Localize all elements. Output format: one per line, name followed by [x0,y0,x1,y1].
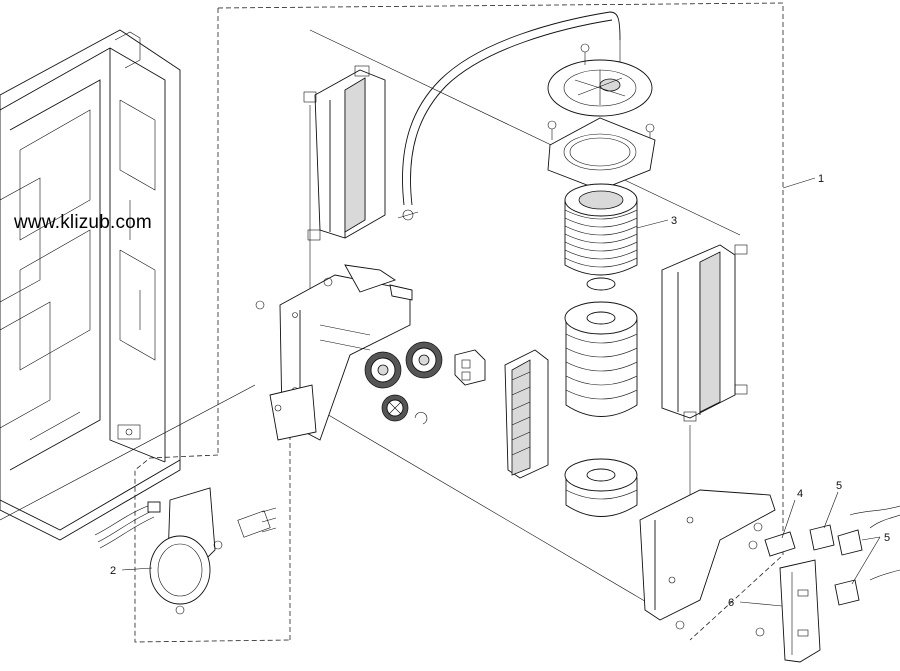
callout-3: 3 [671,215,677,227]
callout-4: 4 [797,488,803,500]
callout-6: 6 [728,597,734,609]
wire-harness-top [397,11,621,221]
callout-5b: 5 [884,532,890,544]
gear-left [364,351,402,389]
comb-plate [504,349,549,479]
left-channel-guide [303,65,386,300]
mounting-bracket-ring [547,117,656,191]
connector-block [454,349,486,386]
callout-1: 1 [818,173,824,185]
sensor-4 [764,531,796,557]
right-channel-guide [661,244,748,520]
lower-right-bracket [639,489,776,630]
callout-5a: 5 [836,480,842,492]
motor-assembly [94,487,277,615]
gear-bracket [255,264,413,441]
coin-stack-upper [564,301,638,417]
gear-small [381,394,428,425]
sensor-plate-6 [755,559,821,663]
upper-rotor-plate [547,43,655,142]
chassis-frame [0,29,181,541]
watermark-text: www.klizub.com [14,212,152,233]
callout-leaders [121,177,881,607]
gear-right [405,341,443,379]
assembly-boundary [0,2,784,643]
callout-2: 2 [110,565,116,577]
sensor-5-group [809,505,900,606]
coin-stack-lower [564,458,638,517]
coil-spring [564,183,638,291]
